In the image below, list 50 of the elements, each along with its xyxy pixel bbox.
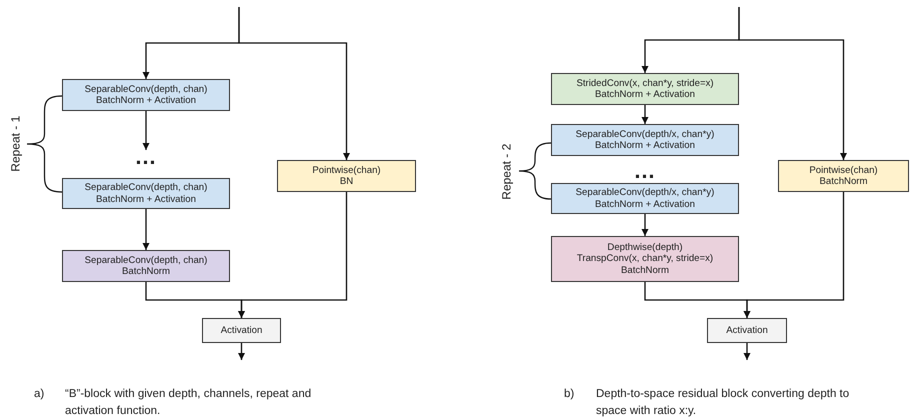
process-box	[62, 250, 230, 282]
arrow	[738, 7, 847, 160]
arrow	[238, 192, 348, 318]
shortcut-box	[778, 160, 909, 192]
box-text: TranspConv(x, chan*y, stride=x)	[576, 253, 714, 265]
box-text: SeparableConv(depth/x, chan*y)	[576, 187, 714, 198]
box-text: SeparableConv(depth, chan)	[84, 254, 208, 266]
box-text: Activation	[726, 324, 768, 336]
arrow	[642, 214, 648, 236]
activation-box	[202, 318, 281, 343]
process-box	[551, 236, 739, 282]
box-text: BatchNorm + Activation	[595, 140, 695, 152]
repeat-label: Repeat - 1	[7, 114, 24, 174]
process-box	[551, 73, 739, 105]
arrow	[142, 209, 150, 250]
box-text: SeparableConv(depth, chan)	[84, 84, 208, 95]
box-text: BN	[340, 176, 354, 188]
arrow	[744, 343, 750, 360]
ellipsis: …	[131, 150, 161, 164]
ellipsis: …	[630, 164, 660, 178]
box-text: SeparableConv(depth, chan)	[84, 182, 208, 194]
repeat-label: Repeat - 2	[498, 142, 514, 202]
box-text: SeparableConv(depth/x, chan*y)	[576, 128, 714, 140]
shortcut-box	[277, 160, 416, 192]
box-text: Pointwise(chan)	[809, 164, 878, 176]
box-text: Depthwise(depth)	[607, 242, 683, 254]
process-box	[62, 178, 230, 209]
arrow	[238, 343, 245, 360]
arrow	[238, 7, 350, 160]
caption-text: Depth-to-space residual block converting depth to space with ratio x:y.	[596, 387, 850, 419]
arrow	[142, 111, 150, 150]
caption-letter: b)	[564, 387, 576, 402]
caption-text: “B”-block with given depth, channels, repeat and activation function.	[65, 387, 312, 419]
box-text: BatchNorm + Activation	[595, 89, 695, 100]
arrow	[744, 192, 844, 318]
box-text: BatchNorm	[621, 264, 669, 276]
caption-letter: a)	[34, 387, 46, 402]
box-text: Pointwise(chan)	[312, 164, 381, 176]
box-text: StridedConv(x, chan*y, stride=x)	[576, 78, 714, 89]
box-text: BatchNorm + Activation	[595, 198, 695, 210]
box-text: BatchNorm + Activation	[96, 95, 196, 106]
box-text: BatchNorm + Activation	[96, 194, 196, 205]
box-text: BatchNorm	[122, 266, 170, 278]
box-text: Activation	[220, 324, 262, 336]
activation-box	[707, 318, 787, 343]
box-text: BatchNorm	[820, 176, 868, 188]
process-box	[62, 79, 230, 111]
process-box	[551, 183, 739, 214]
process-box	[551, 124, 739, 156]
arrow	[642, 105, 648, 124]
